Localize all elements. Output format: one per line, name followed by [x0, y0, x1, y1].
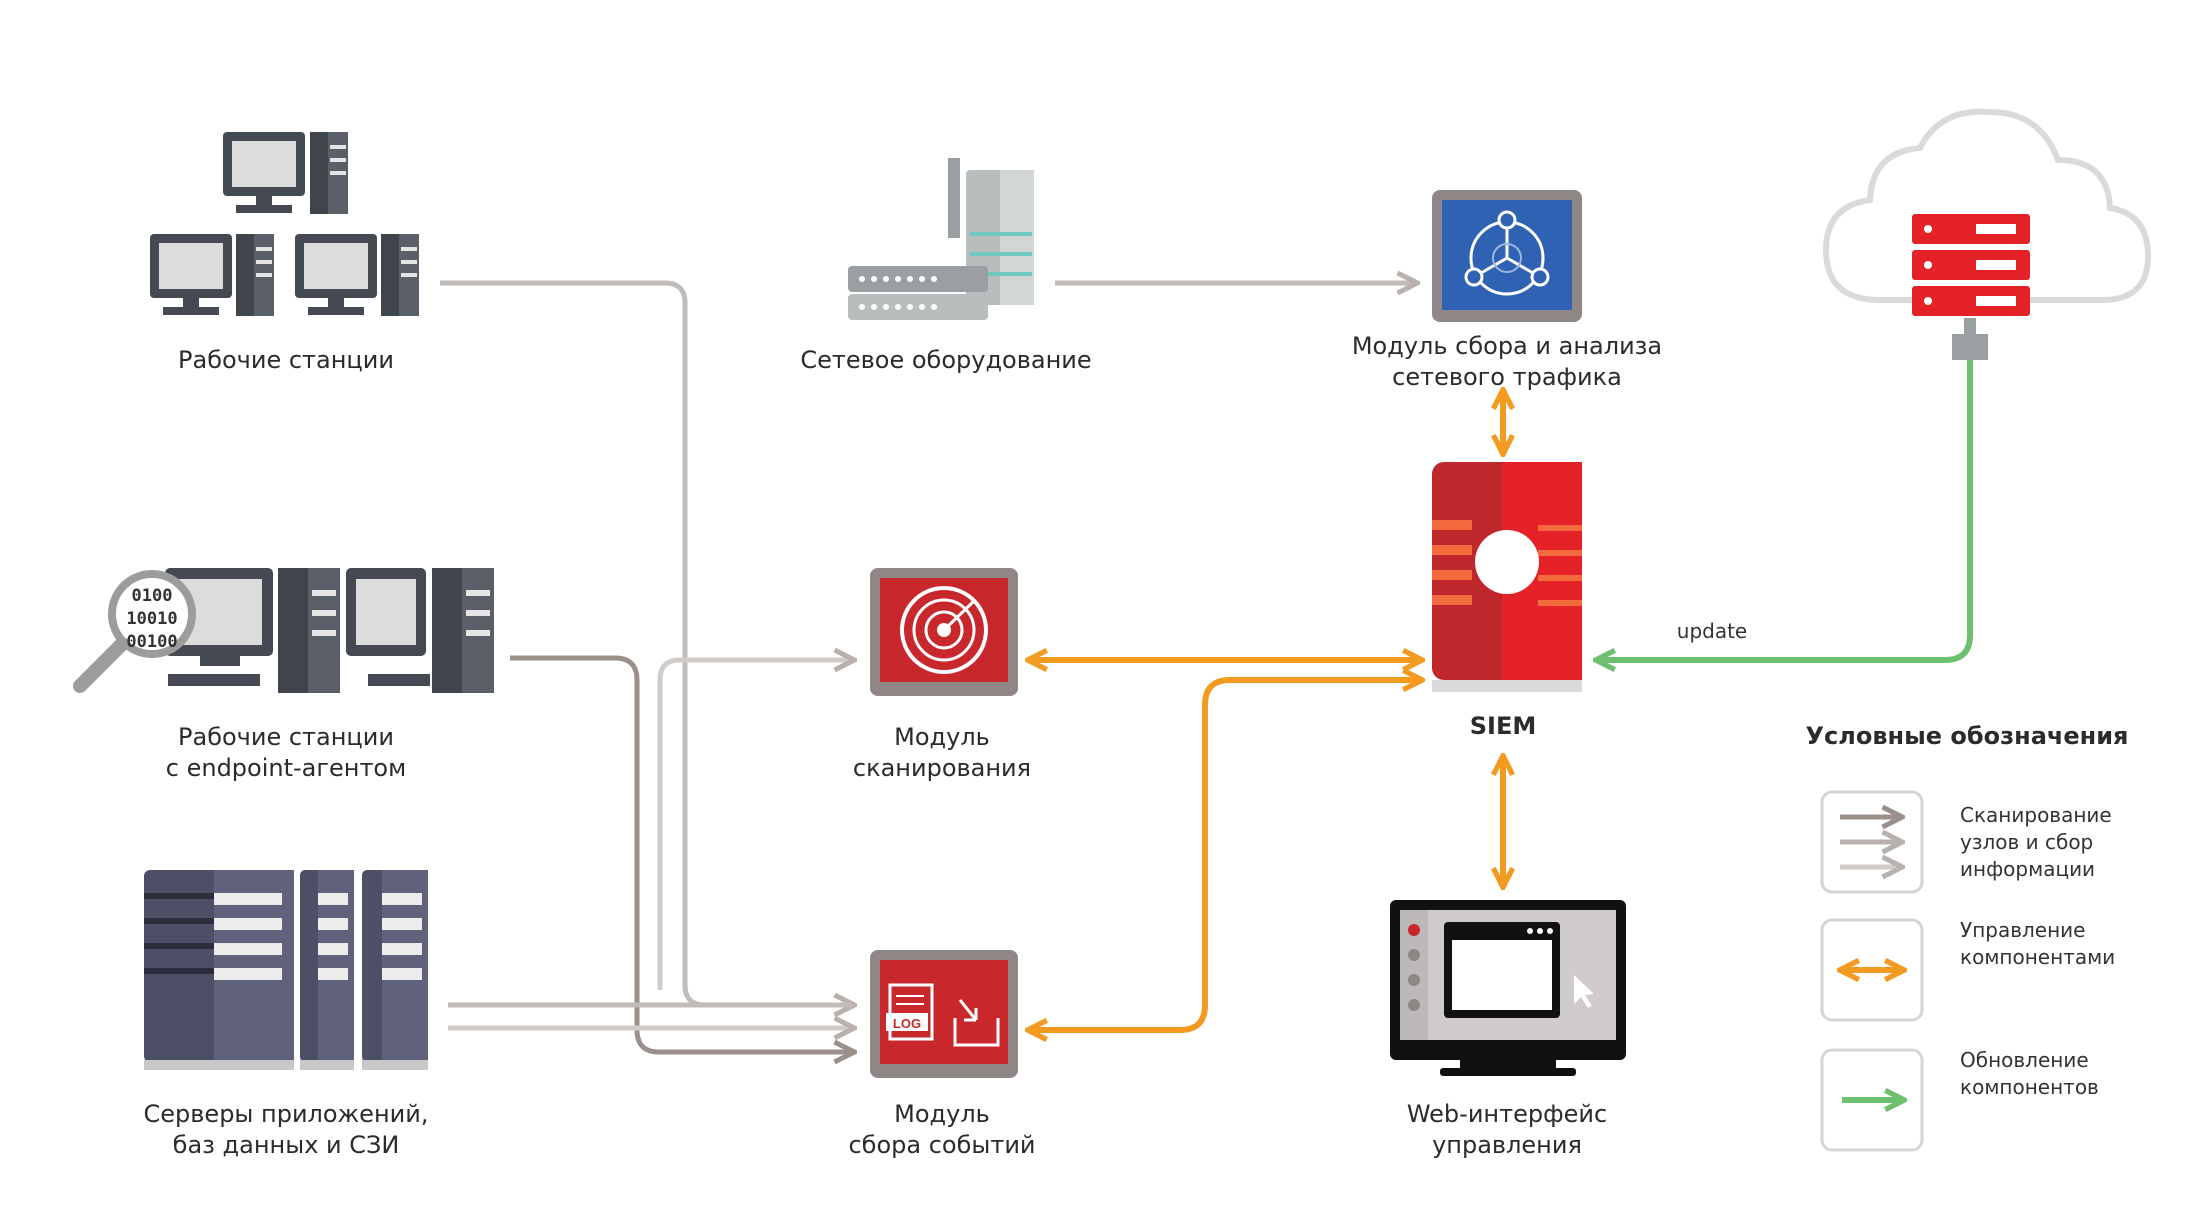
- scan-module-icon: [870, 568, 1018, 696]
- legend-scan-line1: Сканирование: [1960, 803, 2112, 827]
- legend-control-line2: компонентами: [1960, 945, 2115, 969]
- legend-control-line1: Управление: [1960, 918, 2085, 942]
- green-connectors: [1598, 360, 1973, 660]
- binary-text-2: 10010: [126, 609, 177, 629]
- legend-update-line2: компонентов: [1960, 1075, 2099, 1099]
- legend-title: Условные обозначения: [1806, 722, 2129, 750]
- endpoint-label-line2: с endpoint-агентом: [166, 754, 406, 782]
- orange-connectors: [1030, 392, 1503, 1030]
- workstations-label: Рабочие станции: [178, 346, 394, 374]
- servers-label-line2: баз данных и СЗИ: [173, 1131, 400, 1159]
- arrow-to-scan-module: [657, 660, 852, 990]
- events-module-icon: [870, 950, 1018, 1078]
- legend-scan-line2: узлов и сбор: [1960, 830, 2093, 854]
- arrow-cloud-to-siem: [1598, 360, 1973, 660]
- legend: Условные обозначения Сканирование узлов …: [1806, 722, 2129, 1152]
- traffic-module-icon: [1432, 190, 1582, 322]
- legend-update-line1: Обновление: [1960, 1048, 2089, 1072]
- binary-text-3: 00100: [126, 632, 177, 652]
- web-interface-label-line1: Web-интерфейс: [1407, 1100, 1607, 1128]
- siem-label: SIEM: [1470, 712, 1537, 740]
- binary-text-1: 0100: [132, 586, 173, 606]
- servers-icon: [144, 870, 428, 1070]
- siem-icon: [1432, 462, 1582, 692]
- web-interface-label-line2: управления: [1432, 1131, 1582, 1159]
- traffic-module-label-line1: Модуль сбора и анализа: [1352, 332, 1662, 360]
- endpoint-workstations-icon: [73, 568, 494, 693]
- cloud-update-server-icon: [1822, 108, 2152, 360]
- workstations-icon: [150, 132, 419, 316]
- network-equipment-icon: [848, 158, 1034, 320]
- events-module-label-line2: сбора событий: [848, 1131, 1035, 1159]
- web-interface-icon: [1390, 900, 1626, 1076]
- arrow-endpoint-to-events: [510, 655, 852, 1052]
- endpoint-label-line1: Рабочие станции: [178, 723, 394, 751]
- events-module-label-line1: Модуль: [894, 1100, 990, 1128]
- arrow-events-siem: [1030, 680, 1420, 1030]
- scan-module-label-line1: Модуль: [894, 723, 990, 751]
- traffic-module-label-line2: сетевого трафика: [1392, 363, 1622, 391]
- scan-module-label-line2: сканирования: [853, 754, 1031, 782]
- network-equipment-label: Сетевое оборудование: [800, 346, 1091, 374]
- log-text: LOG: [893, 1016, 921, 1031]
- gray-connectors: [440, 283, 1415, 1052]
- arrow-workstations-to-events: [440, 280, 852, 1005]
- update-label: update: [1677, 619, 1747, 643]
- servers-label-line1: Серверы приложений,: [144, 1100, 429, 1128]
- legend-scan-line3: информации: [1960, 857, 2095, 881]
